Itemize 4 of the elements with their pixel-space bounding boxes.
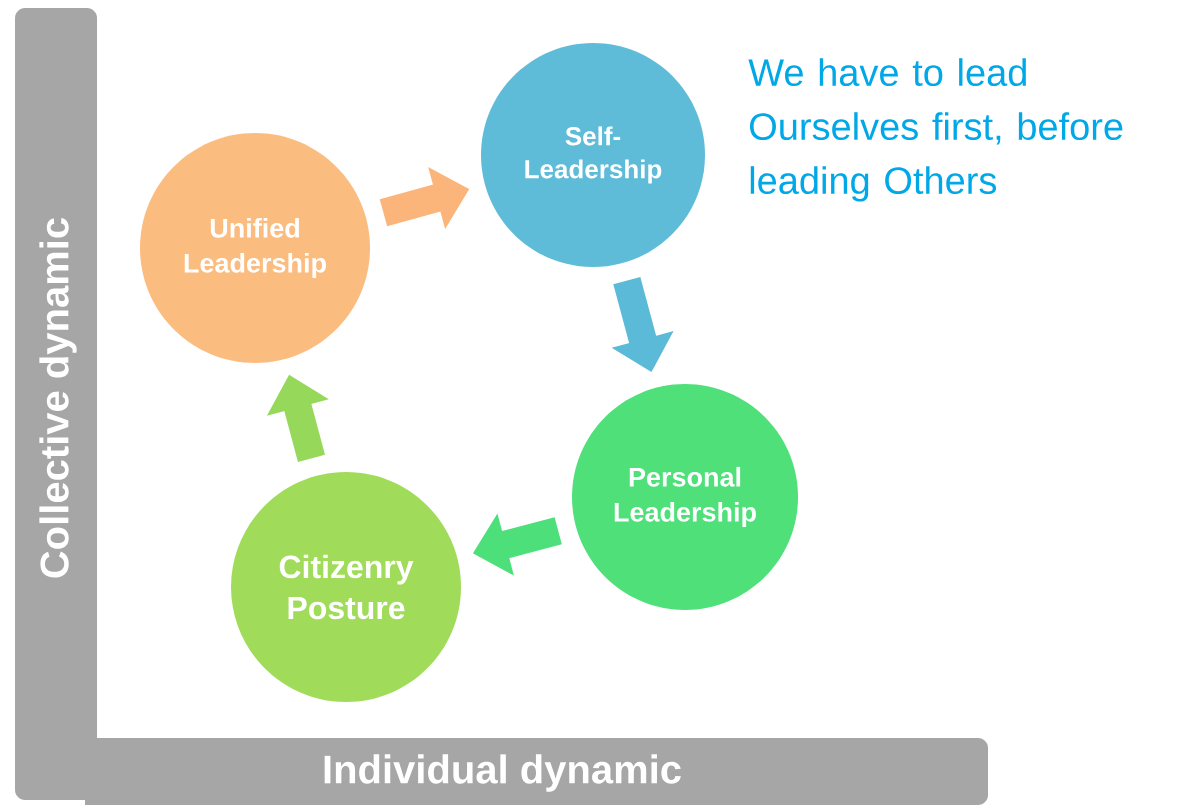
axis-band: Individual dynamic <box>85 738 988 805</box>
node-label: Individual dynamic <box>324 754 681 792</box>
axis-band: Collective dynamic <box>15 8 97 800</box>
note-text: We have to lead Ourselves first, before leading Others <box>748 58 1123 202</box>
